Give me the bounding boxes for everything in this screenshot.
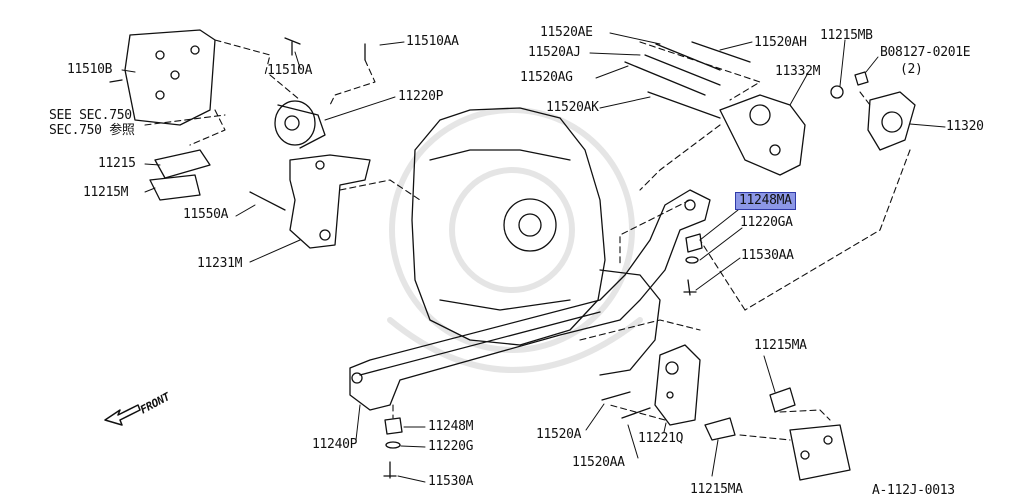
figure-code: A-112J-0013 — [872, 483, 955, 498]
label-11231m: 11231M — [197, 256, 243, 271]
mount-11220p — [274, 100, 326, 149]
label-11215ma-top: 11215MA — [754, 338, 807, 353]
label-11510a: 11510A — [267, 63, 313, 78]
label-11520ae: 11520AE — [540, 25, 593, 40]
label-11221q: 11221Q — [638, 431, 684, 446]
bracket-11231m — [289, 154, 371, 249]
label-11220ga: 11220GA — [740, 215, 793, 230]
label-11320: 11320 — [946, 119, 984, 134]
label-11520ag: 11520AG — [520, 70, 573, 85]
label-11520aj: 11520AJ — [528, 45, 581, 60]
label-08127-qty: (2) — [900, 62, 923, 77]
dashed-leaders — [144, 39, 911, 441]
link-11215 — [149, 149, 211, 201]
label-11520ak: 11520AK — [546, 100, 599, 115]
label-11215: 11215 — [98, 156, 136, 171]
see-section-line1: SEE SEC.750 — [49, 108, 132, 123]
label-11520ah: 11520AH — [754, 35, 807, 50]
bolts — [109, 37, 751, 419]
label-11530aa: 11530AA — [741, 248, 794, 263]
label-11520aa: 11520AA — [572, 455, 625, 470]
see-section-line2: SEC.750 参照 — [49, 123, 135, 138]
label-11240p: 11240P — [312, 437, 358, 452]
front-arrow — [104, 404, 141, 426]
label-11510b: 11510B — [67, 62, 113, 77]
label-11220g: 11220G — [428, 439, 474, 454]
insulator-stack-right — [683, 233, 703, 296]
label-11332m: 11332M — [775, 64, 821, 79]
mount-11221q — [654, 344, 701, 426]
nut-08127 — [854, 71, 869, 86]
washer-11215mb — [830, 85, 844, 99]
mount-11320 — [867, 91, 916, 151]
crossmember — [349, 189, 711, 411]
insulator-11215ma — [704, 387, 851, 481]
label-11510aa: 11510AA — [406, 34, 459, 49]
bracket-11510b — [124, 29, 216, 126]
label-11215m: 11215M — [83, 185, 129, 200]
engine-block — [411, 107, 661, 376]
label-leaders — [121, 32, 946, 483]
label-11520a: 11520A — [536, 427, 582, 442]
label-11550a: 11550A — [183, 207, 229, 222]
watermark — [387, 107, 643, 373]
label-11215mb: 11215MB — [820, 28, 873, 43]
bracket-11332m — [719, 94, 806, 176]
label-11215ma-bottom: 11215MA — [690, 482, 743, 497]
label-11248ma-highlighted[interactable]: 11248MA — [735, 192, 796, 210]
label-08127-0201e: B08127-0201E — [880, 45, 971, 60]
label-11248m: 11248M — [428, 419, 474, 434]
insulator-stack-left — [383, 417, 403, 479]
label-11220p: 11220P — [398, 89, 444, 104]
label-11530a: 11530A — [428, 474, 474, 489]
